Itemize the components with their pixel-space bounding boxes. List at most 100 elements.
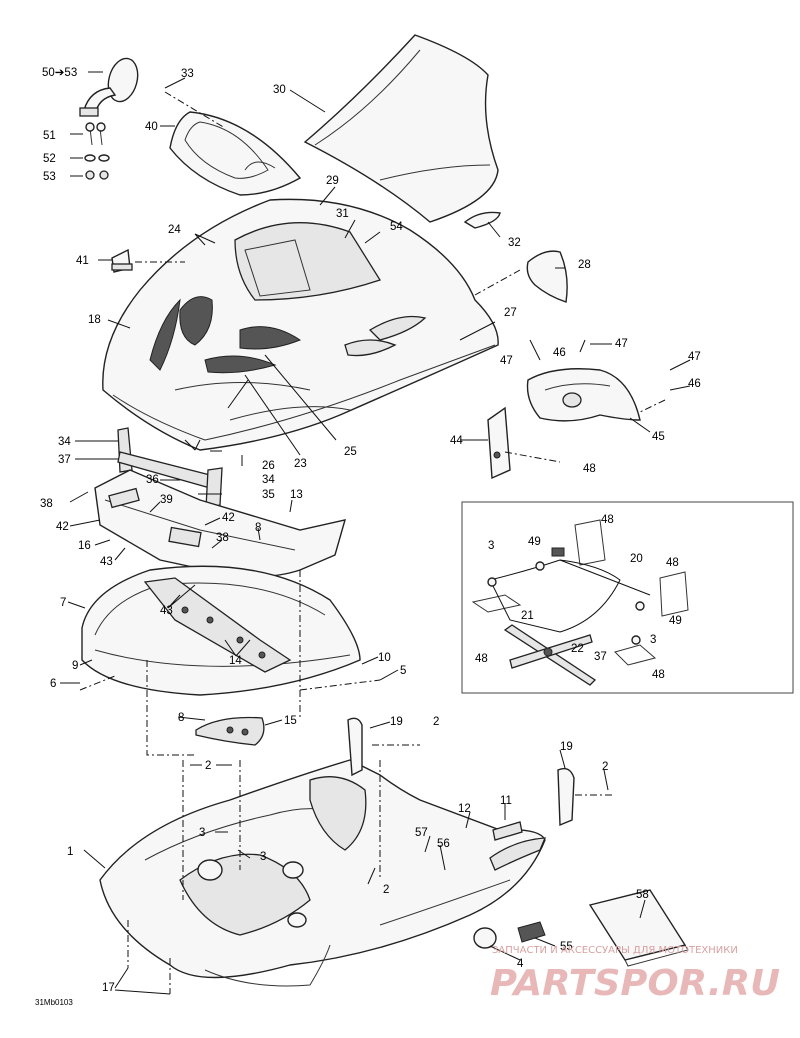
- callout-42b: 42: [222, 512, 235, 524]
- callout-57: 57: [415, 827, 428, 839]
- callout-13: 13: [290, 489, 303, 501]
- watermark-caption: ЗАПЧАСТИ И АКСЕССУАРЫ ДЛЯ МОТОТЕХНИКИ: [492, 945, 738, 956]
- callout-14: 14: [229, 655, 242, 667]
- callout-56: 56: [437, 838, 450, 850]
- callout-16: 16: [78, 540, 91, 552]
- diagram-code: 31Mb0103: [35, 998, 73, 1007]
- callout-47a: 47: [500, 355, 513, 367]
- callout-22: 22: [571, 643, 584, 655]
- callout-19a: 19: [390, 716, 403, 728]
- callout-33: 33: [181, 68, 194, 80]
- cover-plate[interactable]: [588, 889, 689, 967]
- callout-21: 21: [521, 610, 534, 622]
- callout-18: 18: [88, 314, 101, 326]
- callout-37a: 37: [58, 454, 71, 466]
- windshield[interactable]: [303, 34, 499, 223]
- front-frame[interactable]: [117, 427, 223, 509]
- callout-38a: 38: [40, 498, 53, 510]
- deflector[interactable]: [526, 368, 641, 422]
- callout-43b: 43: [160, 605, 173, 617]
- callout-8a: 8: [255, 522, 261, 534]
- callout-30: 30: [273, 84, 286, 96]
- callout-36: 36: [146, 474, 159, 486]
- callout-31: 31: [336, 208, 349, 220]
- callout-48b: 48: [601, 514, 614, 526]
- callout-2c: 2: [602, 761, 608, 773]
- callout-53: 53: [43, 171, 56, 183]
- callout-46a: 46: [553, 347, 566, 359]
- bottom-pan[interactable]: [99, 759, 547, 987]
- callout-11: 11: [500, 795, 512, 807]
- watermark-logo: PARTSPOR.RU: [490, 963, 780, 1004]
- callout-32: 32: [508, 237, 521, 249]
- callout-47b: 47: [615, 338, 628, 350]
- callout-51: 51: [43, 130, 56, 142]
- callout-6: 6: [50, 678, 56, 690]
- callout-43a: 43: [100, 556, 113, 568]
- callout-labels: 50➔53 33 30 40 51 52 53 29 31 54 32 24 4…: [40, 67, 701, 994]
- callout-10: 10: [378, 652, 391, 664]
- instrument-console[interactable]: [169, 111, 302, 196]
- callout-2b: 2: [205, 760, 211, 772]
- callout-2d: 2: [383, 884, 389, 896]
- callout-5: 5: [400, 665, 406, 677]
- callout-8b: 8: [178, 712, 184, 724]
- callout-12: 12: [458, 803, 471, 815]
- callout-34b: 34: [262, 474, 275, 486]
- callout-26: 26: [262, 460, 275, 472]
- round-cap: [473, 927, 497, 949]
- callout-19b: 19: [560, 741, 573, 753]
- reinforcement-plates: [143, 577, 292, 673]
- callout-27: 27: [504, 307, 517, 319]
- callout-41: 41: [76, 255, 89, 267]
- callout-9: 9: [72, 660, 78, 672]
- pan-brackets: [347, 717, 575, 827]
- callout-1: 1: [67, 846, 73, 858]
- callout-48d: 48: [475, 653, 488, 665]
- callout-3a: 3: [199, 827, 205, 839]
- callout-3b: 3: [260, 851, 266, 863]
- callout-3d: 3: [650, 634, 656, 646]
- light-bar: [492, 821, 523, 841]
- callout-40: 40: [145, 121, 158, 133]
- callout-29: 29: [326, 175, 339, 187]
- callout-24: 24: [168, 224, 181, 236]
- callout-47c: 47: [688, 351, 701, 363]
- hood[interactable]: [102, 198, 499, 451]
- callout-50-53: 50➔53: [42, 67, 77, 79]
- callout-39: 39: [160, 494, 173, 506]
- side-panel[interactable]: [526, 250, 568, 303]
- small-bracket[interactable]: [195, 716, 265, 746]
- callout-17: 17: [102, 982, 115, 994]
- callout-3c: 3: [488, 540, 494, 552]
- callout-48e: 48: [652, 669, 665, 681]
- callout-49b: 49: [669, 615, 682, 627]
- hood-hinge-bracket: [111, 248, 133, 273]
- callout-4: 4: [517, 958, 524, 970]
- callout-44: 44: [450, 435, 463, 447]
- callout-42a: 42: [56, 521, 69, 533]
- mirror[interactable]: [79, 55, 142, 117]
- callout-37b: 37: [594, 651, 607, 663]
- callout-25: 25: [344, 446, 357, 458]
- mirror-screws: [84, 122, 110, 180]
- callout-58: 58: [636, 889, 649, 901]
- handle: [463, 211, 501, 229]
- detail-inset: [461, 501, 794, 694]
- callout-2a: 2: [433, 716, 439, 728]
- callout-54: 54: [390, 221, 403, 233]
- callout-7: 7: [60, 597, 66, 609]
- deflector-bracket[interactable]: [487, 406, 511, 480]
- leader-lines: [60, 71, 691, 995]
- callout-52: 52: [43, 153, 56, 165]
- callout-48a: 48: [583, 463, 596, 475]
- callout-45: 45: [652, 431, 665, 443]
- small-decal: [517, 921, 546, 943]
- front-bumper-plate[interactable]: [94, 469, 346, 578]
- callout-23: 23: [294, 458, 307, 470]
- callout-35: 35: [262, 489, 275, 501]
- callout-49a: 49: [528, 536, 541, 548]
- callout-55: 55: [560, 941, 573, 953]
- callout-46b: 46: [688, 378, 701, 390]
